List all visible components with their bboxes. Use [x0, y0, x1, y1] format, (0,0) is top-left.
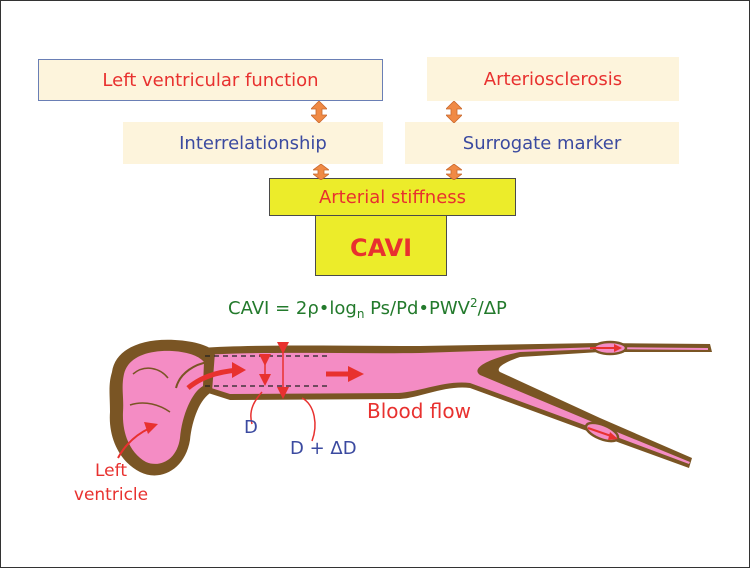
- interrelationship-box: Interrelationship: [123, 122, 383, 164]
- arrow-surrogate-stiffness: [446, 164, 462, 180]
- arrow-arteriosclerosis-surrogate: [446, 101, 462, 123]
- arterial-stiffness-box: Arterial stiffness: [269, 178, 516, 216]
- left-ventricle-label: Left ventricle: [56, 459, 166, 507]
- arteriosclerosis-box: Arteriosclerosis: [427, 57, 679, 101]
- diameter-d-label: D: [244, 417, 258, 438]
- left-ventricular-function-box: Left ventricular function: [38, 59, 383, 101]
- left-ventricle-label-line1: Left: [95, 461, 127, 481]
- surrogate-marker-box: Surrogate marker: [405, 122, 679, 164]
- left-ventricle-label-line2: ventricle: [73, 485, 149, 505]
- diameter-d-plus-delta-label: D + ΔD: [290, 438, 357, 459]
- left-ventricle-pointer: [117, 427, 151, 459]
- arrow-interrelationship-stiffness: [313, 164, 329, 180]
- arrow-lvf-interrelationship: [311, 101, 327, 123]
- blood-flow-label: Blood flow: [367, 399, 471, 423]
- cavi-formula: CAVI = 2ρ•logn Ps/Pd•PWV2/ΔP: [228, 296, 507, 321]
